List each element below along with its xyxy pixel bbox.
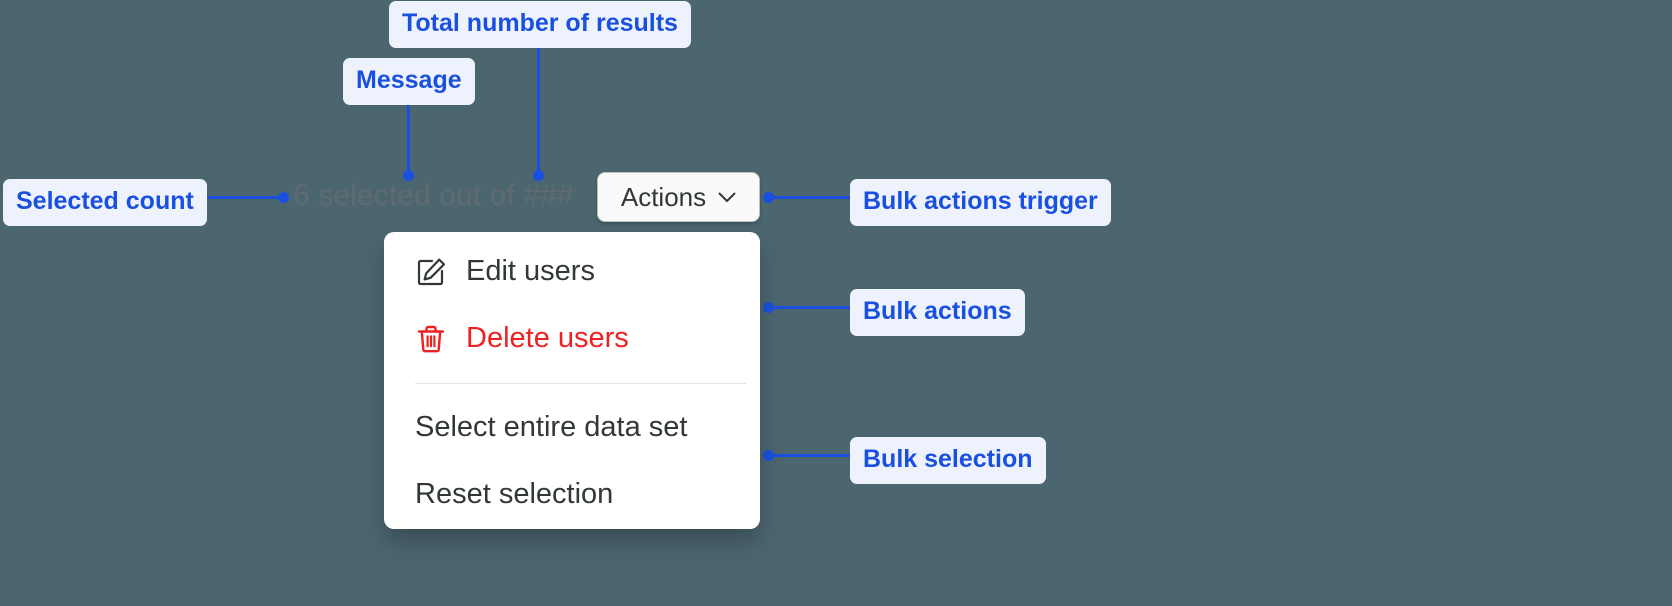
- annotation-bulk-actions: Bulk actions: [850, 289, 1025, 336]
- leader-dot-selected-count: [278, 192, 289, 203]
- selected-count-text: 6 selected out of ###: [293, 179, 574, 212]
- leader-line-selected-count: [201, 196, 289, 199]
- menu-item-reset-selection[interactable]: Reset selection: [384, 461, 760, 528]
- leader-line-bulk-selection: [768, 454, 852, 457]
- bulk-actions-menu[interactable]: Edit users Delete users Select entire da…: [384, 232, 760, 529]
- menu-item-label: Edit users: [466, 255, 595, 287]
- leader-line-message: [407, 92, 410, 176]
- leader-line-total-results: [537, 40, 540, 176]
- bulk-actions-trigger-label: Actions: [620, 182, 707, 212]
- leader-line-bulk-trigger: [768, 196, 852, 199]
- menu-item-label: Delete users: [466, 322, 629, 354]
- annotation-bulk-actions-trigger: Bulk actions trigger: [850, 179, 1111, 226]
- edit-pencil-icon: [415, 256, 447, 288]
- trash-icon: [415, 323, 447, 355]
- leader-dot-bulk-selection: [763, 450, 774, 461]
- menu-item-select-entire-data-set[interactable]: Select entire data set: [384, 394, 760, 461]
- menu-item-label: Reset selection: [415, 478, 614, 510]
- annotation-bulk-selection: Bulk selection: [850, 437, 1046, 484]
- menu-item-label: Select entire data set: [415, 411, 688, 443]
- leader-dot-total-results: [533, 170, 544, 181]
- bulk-actions-trigger-button[interactable]: Actions: [597, 172, 760, 222]
- leader-dot-message: [403, 170, 414, 181]
- leader-line-bulk-actions: [768, 306, 852, 309]
- chevron-down-icon: [718, 192, 736, 203]
- annotation-message: Message: [343, 58, 475, 105]
- annotation-total-results: Total number of results: [389, 1, 691, 48]
- menu-item-delete-users[interactable]: Delete users: [384, 305, 760, 372]
- menu-item-edit-users[interactable]: Edit users: [384, 238, 760, 305]
- leader-dot-bulk-actions: [763, 302, 774, 313]
- leader-dot-bulk-trigger: [763, 192, 774, 203]
- menu-divider: [415, 383, 746, 384]
- annotation-selected-count: Selected count: [3, 179, 207, 226]
